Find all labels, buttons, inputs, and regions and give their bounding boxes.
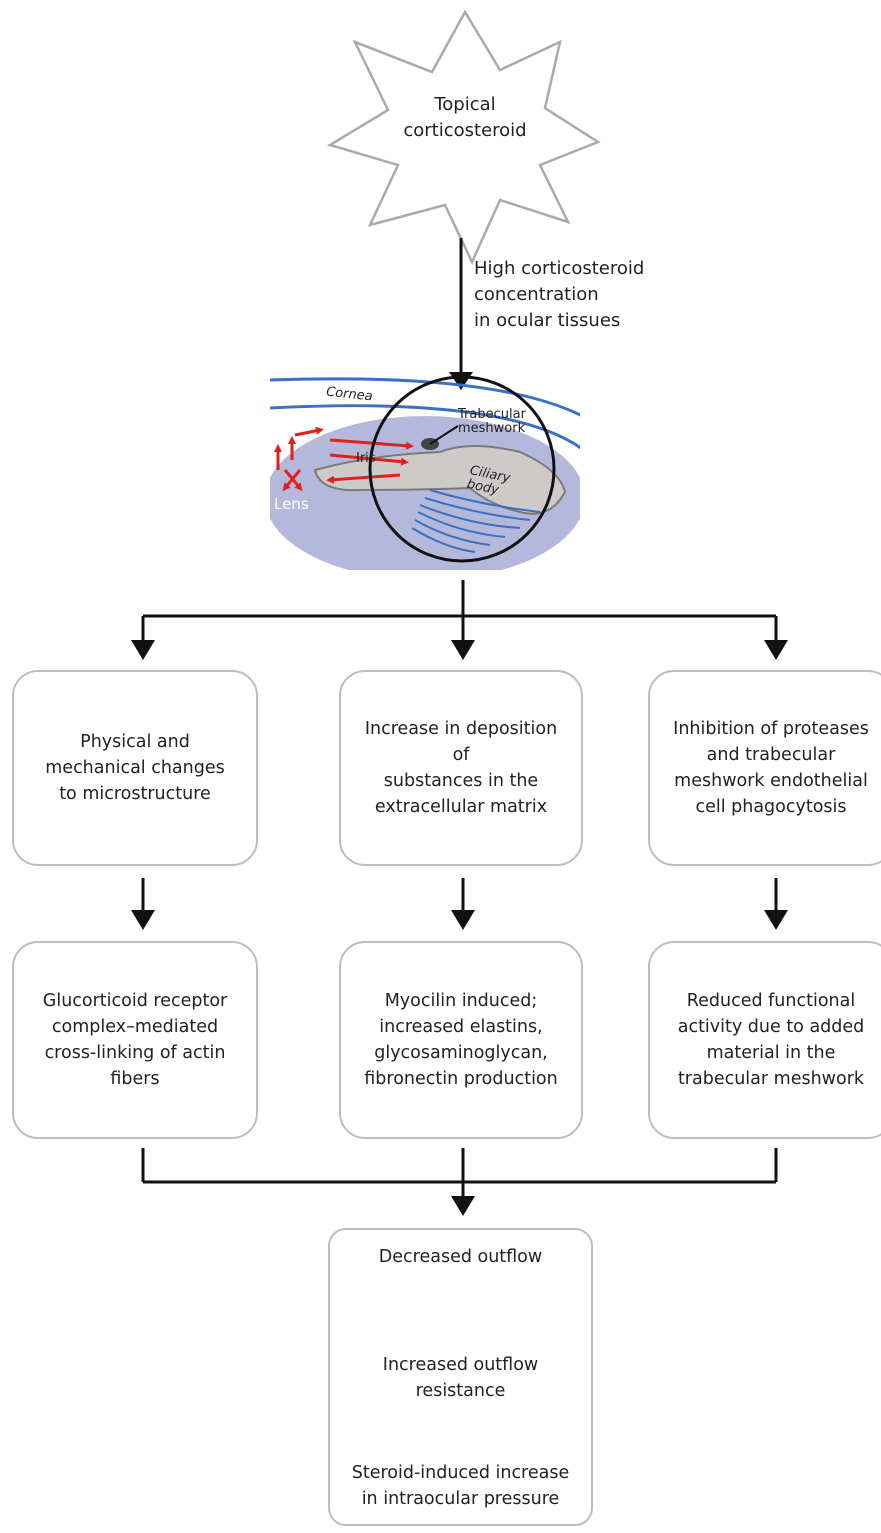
box-outcome: Decreased outflow Increased outflow resi… (328, 1228, 593, 1526)
outcome-iop-increase: Steroid-induced increase in intraocular … (351, 1463, 570, 1509)
iris-label: Iris (356, 451, 376, 466)
box-reduced-activity: Reduced functional activity due to added… (648, 941, 881, 1139)
cornea-inner (270, 404, 580, 450)
eye-illustration (270, 377, 580, 570)
aqueous-flow-arrows (274, 426, 414, 492)
trabecular-label: Trabecular meshwork (458, 407, 526, 436)
zonule-fibers (411, 489, 541, 553)
iris-ciliary-shape (313, 445, 567, 515)
cornea-outer (270, 377, 580, 417)
start-label: Topical corticosteroid (403, 94, 527, 141)
box-myocilin: Myocilin induced; increased elastins, gl… (339, 941, 583, 1139)
step1-label: High corticosteroid concentration in ocu… (474, 258, 645, 331)
lens-label: Lens (274, 495, 309, 513)
box-actin-crosslinking: Glucorticoid receptor complex–mediated c… (12, 941, 258, 1139)
box-ecm-deposition: Increase in deposition of substances in … (339, 670, 583, 866)
outcome-decreased-outflow: Decreased outflow (378, 1247, 543, 1267)
starburst-shape (326, 9, 601, 265)
box-protease-inhibition: Inhibition of proteases and trabecular m… (648, 670, 881, 866)
magnifier-circle (368, 375, 556, 563)
box-physical-changes: Physical and mechanical changes to micro… (12, 670, 258, 866)
outcome-increased-resistance: Increased outflow resistance (382, 1355, 539, 1401)
